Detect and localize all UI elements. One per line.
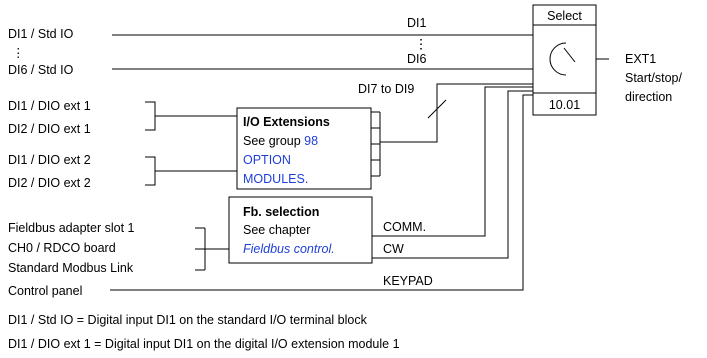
io-extensions-box [236, 107, 372, 190]
input-di2-ext1-label: DI2 / DIO ext 1 [8, 122, 91, 136]
di7-di9-label: DI7 to DI9 [358, 82, 414, 96]
bus-slash [427, 99, 447, 119]
fb-selection-box [228, 196, 373, 264]
select-param: 10.01 [549, 98, 580, 112]
input-di6-std-label: DI6 / Std IO [8, 63, 74, 77]
io-box-title: I/O Extensions [243, 115, 330, 129]
input-modbus-label: Standard Modbus Link [8, 261, 134, 275]
fb-box-title: Fb. selection [243, 205, 319, 219]
di7-di9-line [392, 83, 533, 143]
selector-pointer [563, 47, 576, 63]
input-di1-ext2-label: DI1 / DIO ext 2 [8, 153, 91, 167]
output-start-stop: Start/stop/ [625, 71, 682, 85]
group-98-link[interactable]: 98 [304, 134, 318, 148]
input-ellipsis: ⋮ [12, 46, 25, 60]
footnote-std-io: DI1 / Std IO = Digital input DI1 on the … [8, 313, 367, 327]
keypad-label: KEYPAD [383, 274, 433, 288]
ext2-bracket [145, 156, 237, 186]
footnote-dio-ext: DI1 / DIO ext 1 = Digital input DI1 on t… [8, 337, 400, 351]
cw-line [372, 90, 533, 259]
input-di1-ext1-label: DI1 / DIO ext 1 [8, 99, 91, 113]
output-ext1: EXT1 [625, 52, 656, 66]
input-fieldbus-adapter-label: Fieldbus adapter slot 1 [8, 221, 135, 235]
select-block [532, 4, 597, 116]
fieldbus-control-link[interactable]: Fieldbus control. [243, 242, 335, 256]
input-control-panel-label: Control panel [8, 284, 82, 298]
select-title: Select [547, 9, 582, 23]
input-di1-std-label: DI1 / Std IO [8, 27, 74, 41]
keypad-line [110, 94, 533, 291]
fieldbus-bracket [195, 227, 229, 271]
io-output-bracket [371, 111, 392, 177]
comm-line [372, 86, 533, 237]
selector-arc [549, 42, 567, 76]
di1-line-label: DI1 [407, 16, 427, 30]
option-modules-link-2[interactable]: MODULES. [243, 172, 308, 186]
output-direction: direction [625, 90, 672, 104]
input-ch0-rdco-label: CH0 / RDCO board [8, 241, 116, 255]
di6-line-label: DI6 [407, 52, 427, 66]
option-modules-link-1[interactable]: OPTION [243, 153, 291, 167]
input-di2-ext2-label: DI2 / DIO ext 2 [8, 176, 91, 190]
fb-box-see-chapter: See chapter [243, 223, 310, 237]
io-box-see-group: See group 98 [243, 134, 318, 148]
comm-label: COMM. [383, 220, 426, 234]
cw-label: CW [383, 242, 404, 256]
ext1-bracket [145, 101, 237, 131]
